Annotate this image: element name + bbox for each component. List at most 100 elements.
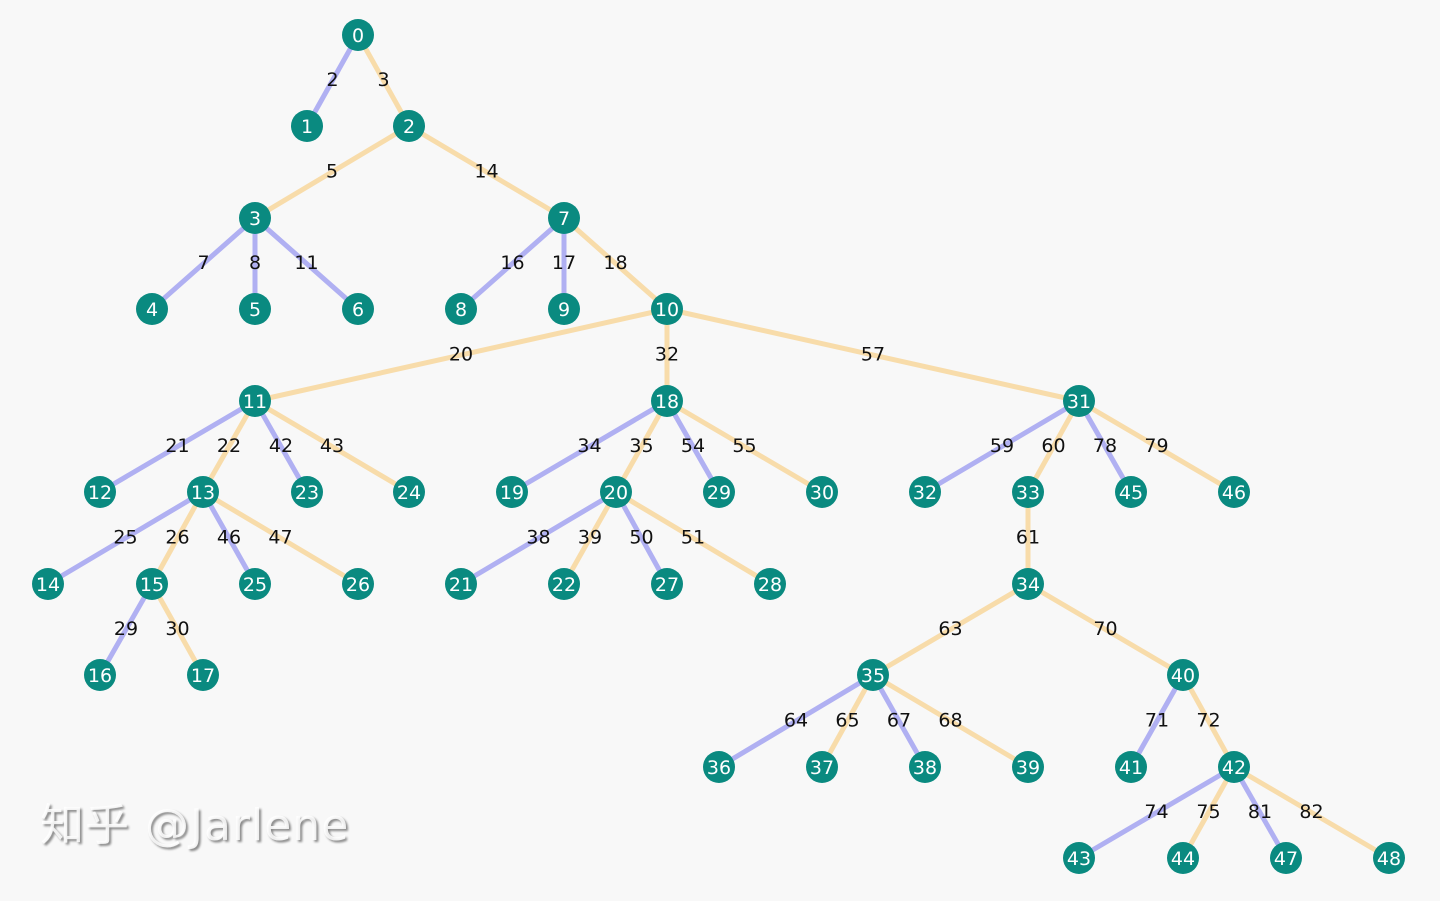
edge-label: 8: [249, 252, 261, 274]
node-8[interactable]: 8: [445, 293, 477, 325]
node-22[interactable]: 22: [548, 568, 580, 600]
node-34[interactable]: 34: [1012, 568, 1044, 600]
node-7[interactable]: 7: [548, 202, 580, 234]
node-circle: [909, 476, 941, 508]
node-19[interactable]: 19: [496, 476, 528, 508]
node-label: 1: [301, 116, 313, 138]
node-3[interactable]: 3: [239, 202, 271, 234]
node-circle: [1115, 751, 1147, 783]
edge-18-30: [665, 398, 824, 495]
node-30[interactable]: 30: [806, 476, 838, 508]
edge-label: 38: [526, 527, 550, 549]
node-label: 40: [1171, 665, 1195, 687]
node-46[interactable]: 46: [1218, 476, 1250, 508]
edge-label: 50: [629, 527, 653, 549]
node-35[interactable]: 35: [857, 659, 889, 691]
node-circle: [1063, 842, 1095, 874]
node-10[interactable]: 10: [651, 293, 683, 325]
node-20[interactable]: 20: [600, 476, 632, 508]
node-13[interactable]: 13: [187, 476, 219, 508]
edge-label: 60: [1041, 435, 1065, 457]
node-38[interactable]: 38: [909, 751, 941, 783]
node-circle: [651, 568, 683, 600]
node-label: 29: [707, 482, 731, 504]
node-17[interactable]: 17: [187, 659, 219, 691]
node-27[interactable]: 27: [651, 568, 683, 600]
edge-label: 16: [500, 252, 524, 274]
edge-31-46: [1077, 398, 1236, 495]
node-24[interactable]: 24: [393, 476, 425, 508]
node-label: 27: [655, 574, 679, 596]
node-44[interactable]: 44: [1167, 842, 1199, 874]
node-label: 25: [243, 574, 267, 596]
node-circle: [1115, 476, 1147, 508]
node-circle: [1218, 476, 1250, 508]
node-12[interactable]: 12: [84, 476, 116, 508]
node-43[interactable]: 43: [1063, 842, 1095, 874]
node-28[interactable]: 28: [754, 568, 786, 600]
node-25[interactable]: 25: [239, 568, 271, 600]
node-21[interactable]: 21: [445, 568, 477, 600]
edge-35-38: [870, 673, 928, 769]
node-label: 11: [243, 391, 267, 413]
node-39[interactable]: 39: [1012, 751, 1044, 783]
node-5[interactable]: 5: [239, 293, 271, 325]
node-circle: [84, 476, 116, 508]
node-33[interactable]: 33: [1012, 476, 1044, 508]
node-circle: [703, 751, 735, 783]
node-0[interactable]: 0: [342, 19, 374, 51]
node-1[interactable]: 1: [291, 110, 323, 142]
node-label: 39: [1016, 757, 1040, 779]
edge-label: 2: [326, 69, 338, 91]
node-label: 20: [604, 482, 628, 504]
node-37[interactable]: 37: [806, 751, 838, 783]
edge-label: 68: [938, 710, 962, 732]
node-15[interactable]: 15: [136, 568, 168, 600]
edge-40-41: [1128, 673, 1186, 769]
node-label: 38: [913, 757, 937, 779]
edge-label: 82: [1299, 801, 1323, 823]
edge-42-43: [1077, 764, 1236, 861]
edge-31-33: [1025, 399, 1082, 494]
edge-20-28: [614, 489, 772, 587]
edge-20-27: [613, 490, 670, 586]
node-circle: [651, 385, 683, 417]
node-29[interactable]: 29: [703, 476, 735, 508]
node-48[interactable]: 48: [1373, 842, 1405, 874]
node-label: 17: [191, 665, 215, 687]
node-circle: [84, 659, 116, 691]
node-31[interactable]: 31: [1063, 385, 1095, 417]
edge-31-45: [1076, 399, 1134, 494]
node-4[interactable]: 4: [136, 293, 168, 325]
node-47[interactable]: 47: [1270, 842, 1302, 874]
edge-label: 5: [326, 161, 338, 183]
edge-label: 70: [1093, 618, 1117, 640]
node-14[interactable]: 14: [32, 568, 64, 600]
edge-label: 22: [217, 435, 241, 457]
node-9[interactable]: 9: [548, 293, 580, 325]
node-45[interactable]: 45: [1115, 476, 1147, 508]
node-36[interactable]: 36: [703, 751, 735, 783]
edge-label: 55: [732, 435, 756, 457]
node-circle: [239, 385, 271, 417]
node-label: 21: [449, 574, 473, 596]
node-42[interactable]: 42: [1218, 751, 1250, 783]
node-40[interactable]: 40: [1167, 659, 1199, 691]
edge-11-24: [253, 398, 411, 495]
node-label: 5: [249, 299, 261, 321]
node-16[interactable]: 16: [84, 659, 116, 691]
node-6[interactable]: 6: [342, 293, 374, 325]
node-2[interactable]: 2: [393, 110, 425, 142]
node-label: 9: [558, 299, 570, 321]
edge-18-19: [510, 398, 669, 495]
node-label: 4: [146, 299, 158, 321]
node-23[interactable]: 23: [291, 476, 323, 508]
node-41[interactable]: 41: [1115, 751, 1147, 783]
node-circle: [651, 293, 683, 325]
node-11[interactable]: 11: [239, 385, 271, 417]
node-26[interactable]: 26: [342, 568, 374, 600]
node-18[interactable]: 18: [651, 385, 683, 417]
node-32[interactable]: 32: [909, 476, 941, 508]
